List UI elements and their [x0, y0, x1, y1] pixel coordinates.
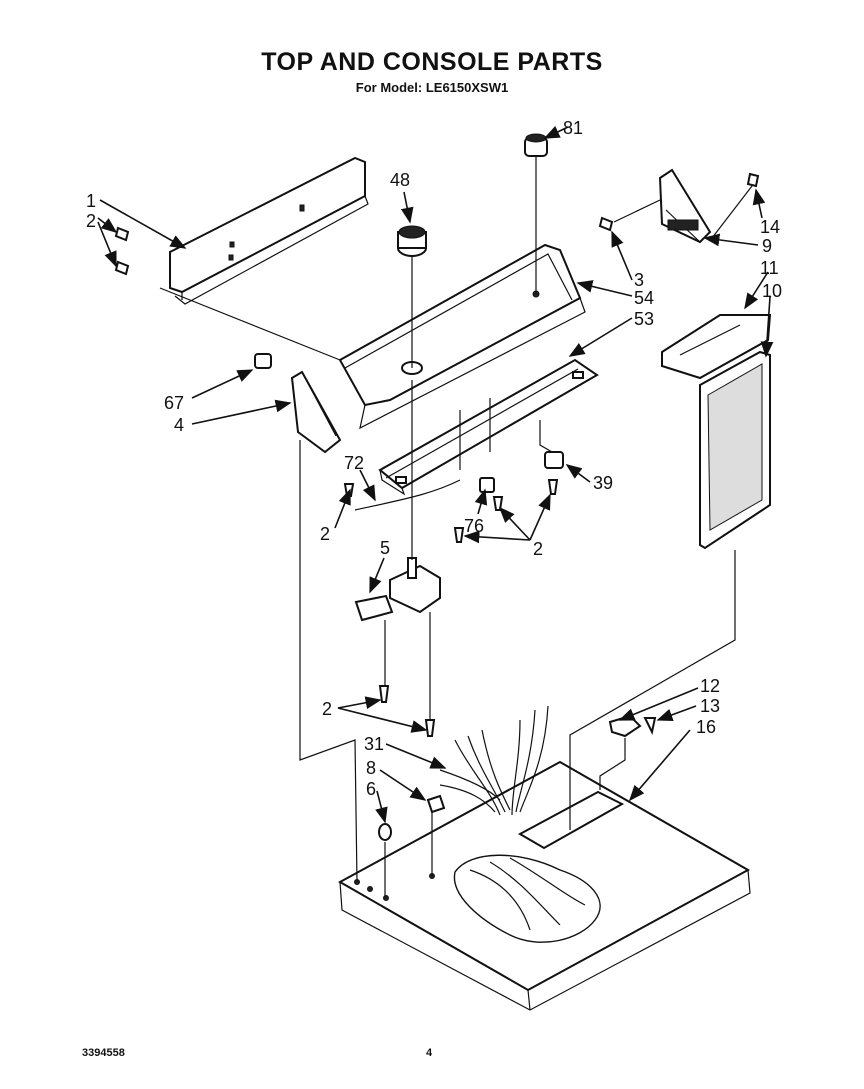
- end-cap-right: [658, 168, 712, 244]
- callout-81: 81: [563, 118, 583, 138]
- grommet-6: [378, 823, 392, 841]
- callout-2-lower: 2: [322, 699, 332, 719]
- leader-lines: [97, 126, 774, 824]
- callout-13: 13: [700, 696, 720, 716]
- clip-67: [254, 353, 272, 369]
- callout-31: 31: [364, 734, 384, 754]
- callout-3: 3: [634, 270, 644, 290]
- alignment-lines: [159, 156, 753, 898]
- callout-11: 11: [760, 258, 779, 278]
- callout-53: 53: [634, 309, 654, 329]
- callout-48: 48: [390, 170, 410, 190]
- callout-6: 6: [366, 779, 376, 799]
- model-subtitle: For Model: LE6150XSW1: [355, 80, 509, 95]
- callout-16: 16: [696, 717, 716, 737]
- callout-12: 12: [700, 676, 720, 696]
- console-back-panel: [169, 156, 369, 305]
- connector-76: [479, 477, 495, 493]
- callout-76: 76: [464, 516, 484, 536]
- dryer-top-panel: [337, 760, 751, 1011]
- knob-48: [397, 225, 427, 257]
- page-title: TOP AND CONSOLE PARTS: [261, 48, 603, 76]
- callout-labels: 81 48 1 2 14 9 3 54 11 10 53 67 4 72 39 …: [86, 118, 782, 799]
- callout-72: 72: [344, 453, 364, 473]
- callout-54: 54: [634, 288, 654, 308]
- clip-8: [426, 794, 446, 814]
- knob-81: [524, 133, 548, 157]
- callout-2-left: 2: [320, 524, 330, 544]
- wire-harness: [439, 705, 549, 816]
- callout-5: 5: [380, 538, 390, 558]
- callout-14: 14: [760, 217, 780, 237]
- page-number: 4: [426, 1047, 433, 1059]
- timer: [354, 557, 441, 622]
- callout-2-top: 2: [86, 211, 96, 231]
- end-cap-left: [290, 370, 342, 454]
- callout-4: 4: [174, 415, 184, 435]
- document-number: 3394558: [82, 1047, 125, 1059]
- bracket-12: [608, 714, 642, 738]
- callout-9: 9: [762, 236, 772, 256]
- callout-67: 67: [164, 393, 184, 413]
- callout-39: 39: [593, 473, 613, 493]
- callout-2-mid: 2: [533, 539, 543, 559]
- callout-1: 1: [86, 191, 96, 211]
- switch-39: [544, 451, 564, 469]
- callout-10: 10: [762, 281, 782, 301]
- lint-screen-assembly: [661, 314, 772, 550]
- screw-13: [643, 717, 657, 735]
- console-lower-rail: [378, 358, 599, 496]
- callout-8: 8: [366, 758, 376, 778]
